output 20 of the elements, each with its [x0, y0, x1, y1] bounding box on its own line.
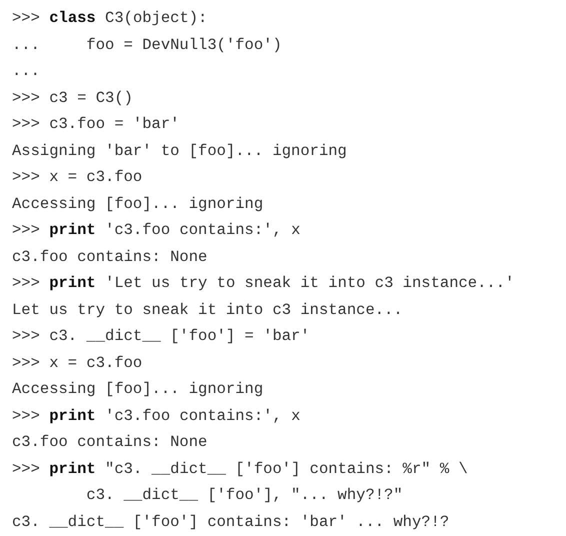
code-line: c3. __dict__ ['foo'] contains: 'bar' ... why?!?	[12, 512, 450, 530]
code-line: >>> c3 = C3()	[12, 88, 133, 106]
code-line: >>> c3. __dict__ ['foo'] = 'bar'	[12, 327, 310, 345]
code-line: >>> x = c3.foo	[12, 168, 142, 186]
code-line: >>> class C3(object):	[12, 9, 208, 27]
code-line: >>> c3.foo = 'bar'	[12, 115, 180, 133]
code-line: >>> print "c3. __dict__ ['foo'] contains: %r" % \	[12, 460, 468, 478]
code-line: Let us try to sneak it into c3 instance...	[12, 300, 403, 318]
code-line: >>> print 'c3.foo contains:', x	[12, 406, 300, 424]
code-line: >>> print 'Let us try to sneak it into c3 instance...'	[12, 274, 514, 292]
code-line: ... foo = DevNull3('foo')	[12, 36, 282, 54]
code-line: c3. __dict__ ['foo'], "... why?!?"	[85, 486, 403, 504]
code-line: c3.foo contains: None	[12, 433, 208, 451]
code-line: c3.foo contains: None	[12, 248, 208, 266]
code-line: Accessing [foo]... ignoring	[12, 380, 264, 398]
code-line: Accessing [foo]... ignoring	[12, 194, 264, 212]
code-line: ...	[12, 62, 40, 80]
code-line: >>> print 'c3.foo contains:', x	[12, 221, 300, 239]
code-line: Assigning 'bar' to [foo]... ignoring	[12, 142, 347, 160]
code-line: >>> x = c3.foo	[12, 354, 142, 372]
